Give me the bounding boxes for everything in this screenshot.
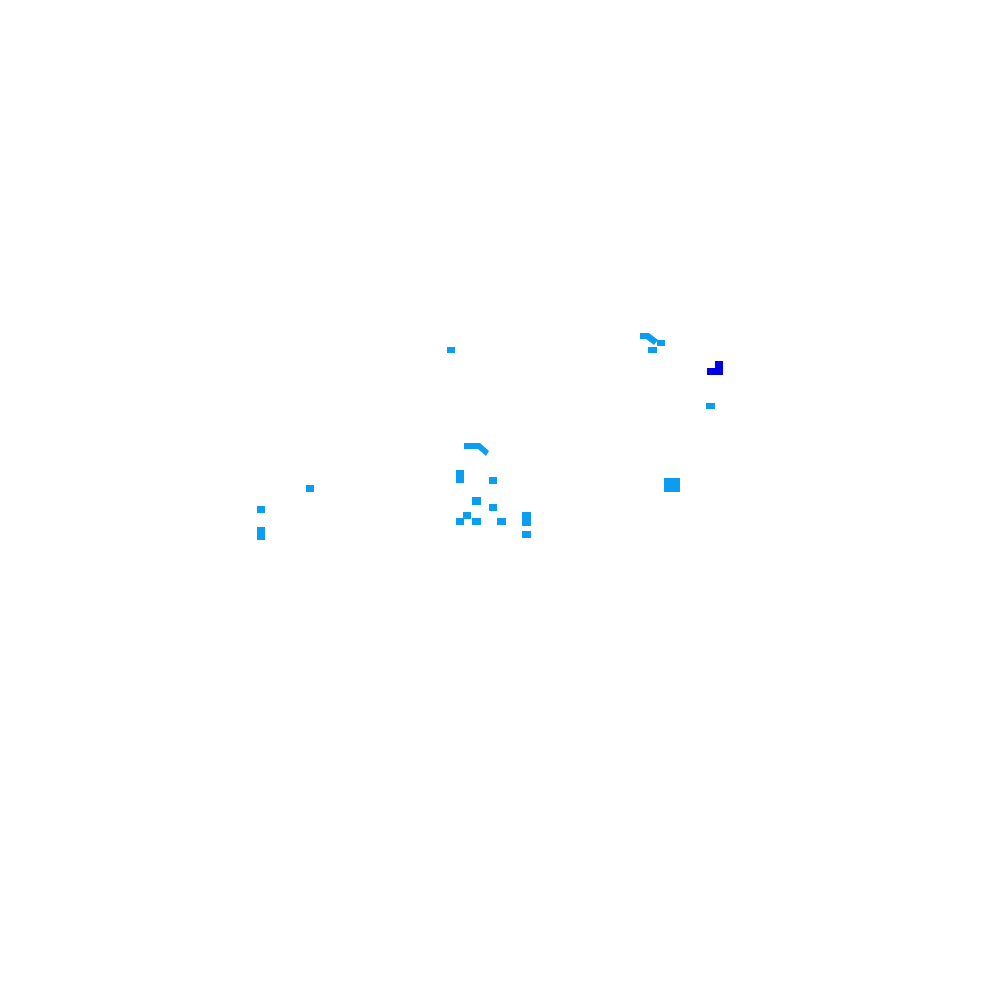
water-fragment: [657, 340, 665, 346]
water-fragment: [489, 477, 497, 484]
water-fragment: [664, 478, 680, 492]
water-fragment: [306, 485, 314, 492]
water-fragment: [472, 497, 481, 505]
water-fragment: [447, 347, 455, 353]
water-fragment: [257, 527, 265, 540]
water-fragment: [456, 470, 464, 483]
water-fragment: [489, 504, 497, 511]
water-fragment: [456, 518, 464, 525]
water-fragment: [257, 506, 265, 513]
water-fragment: [706, 403, 715, 409]
highlighted-water-fragment[interactable]: [707, 361, 723, 375]
water-fragment: [463, 512, 471, 519]
water-fragment: [522, 512, 531, 526]
water-fragment: [640, 333, 658, 345]
water-fragment: [464, 443, 489, 456]
water-fragment: [472, 518, 481, 525]
water-fragment: [522, 531, 531, 538]
water-fragment: [648, 347, 657, 353]
water-fragment: [497, 518, 506, 525]
